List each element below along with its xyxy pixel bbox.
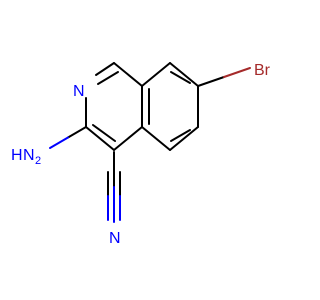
bond-c8-c7-inner (170, 71, 191, 84)
bond-c1-n2-inner (97, 71, 119, 85)
bromine-label: Br (254, 62, 271, 79)
amine-n-label: N (23, 147, 35, 164)
bond-c1-n2 (95, 62, 115, 76)
bond-c8a-c8 (141, 62, 171, 87)
bond-c6-c5 (169, 126, 199, 151)
amine-h-label: H (11, 147, 23, 164)
structure (49, 62, 251, 223)
ring-nitrogen-label: N (73, 83, 85, 100)
nitrile-nitrogen-label: N (109, 230, 121, 247)
bond-c3-c4 (85, 126, 115, 151)
bond-c8-c7 (169, 62, 199, 87)
atom-labels: N N H 2 N Br (11, 62, 271, 247)
bond-c6-c5-inner (170, 129, 191, 142)
bond-c5-c4a (141, 126, 171, 151)
bond-c3-c4-inner (92, 124, 116, 142)
molecule-structure: N N H 2 N Br (11, 62, 271, 247)
bond-c8a-c1 (113, 62, 143, 87)
bond-c3-nh2 (49, 136, 69, 149)
bond-c7-br (197, 76, 225, 87)
amine-subscript-label: 2 (35, 155, 41, 167)
bond-c3-nh2 (67, 126, 87, 139)
bond-c7-br (223, 67, 251, 78)
bond-c4-c4a (113, 126, 143, 151)
